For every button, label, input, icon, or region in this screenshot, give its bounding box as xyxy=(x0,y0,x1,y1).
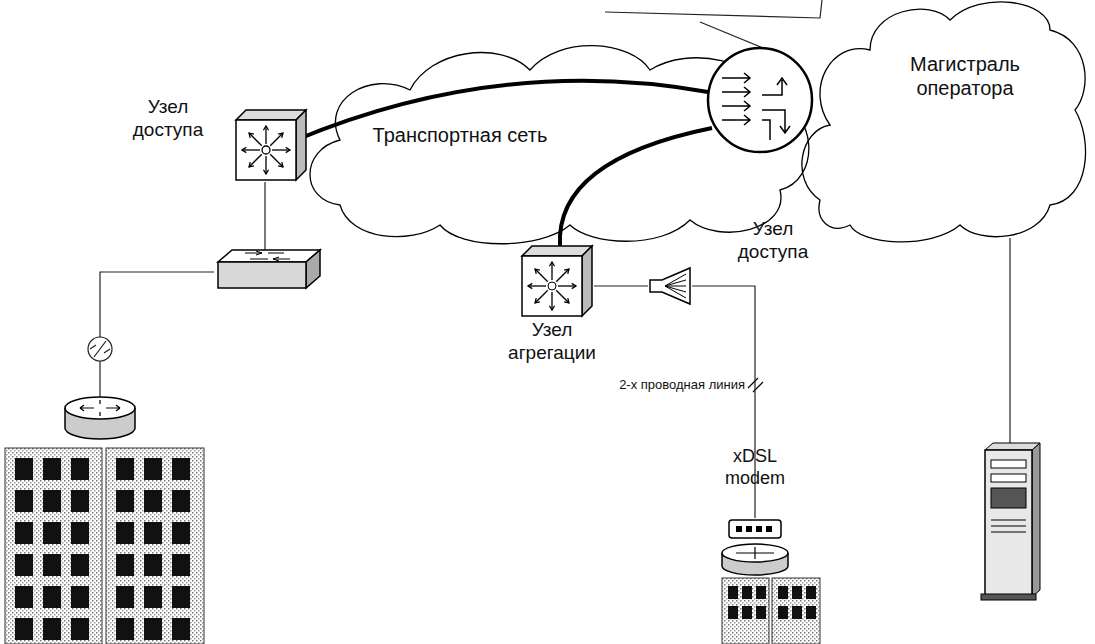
uplink-wire xyxy=(700,22,768,50)
network-device: Узел агрегации xyxy=(520,245,594,319)
router-icon xyxy=(65,397,135,439)
building xyxy=(722,578,820,644)
node-label: Узел доступа xyxy=(118,96,218,142)
switch-icon xyxy=(522,246,592,316)
node-label: Транспортная сеть xyxy=(345,123,575,147)
node-shape xyxy=(520,245,594,319)
wire xyxy=(1009,238,1010,445)
network-device: xDSL modem xyxy=(728,518,782,540)
network-device: Узел доступа xyxy=(648,268,692,304)
edge-label: 2-х проводная линия xyxy=(617,377,747,392)
connector xyxy=(594,285,648,286)
media-converter xyxy=(90,341,110,357)
node-shape xyxy=(213,248,323,293)
network-device: Узел доступа xyxy=(213,248,323,293)
node-label: Узел доступа xyxy=(718,218,828,264)
cloud-outline xyxy=(802,2,1086,242)
network-cloud: Транспортная сеть xyxy=(300,35,820,250)
core-router-icon xyxy=(708,48,812,152)
router-icon xyxy=(722,544,788,575)
modem-icon xyxy=(729,520,781,538)
building xyxy=(5,448,204,644)
dslam-icon xyxy=(650,268,690,304)
server-icon xyxy=(981,443,1040,600)
node-shape xyxy=(728,518,782,540)
switch-icon xyxy=(236,110,306,180)
node-shape xyxy=(648,268,692,304)
switch-icon xyxy=(218,250,320,288)
node-label: Узел агрегации xyxy=(495,319,609,365)
wire xyxy=(264,182,265,250)
media-converter xyxy=(88,337,112,361)
node-shape xyxy=(795,0,1095,250)
wire xyxy=(100,272,214,398)
node-label: Магистраль оператора xyxy=(895,52,1035,100)
node-label: xDSL modem xyxy=(710,446,800,489)
uplink-wire xyxy=(605,0,822,18)
network-cloud: Магистраль оператора xyxy=(795,0,1095,250)
transport-link xyxy=(560,128,712,246)
cloud-outline xyxy=(310,46,809,244)
